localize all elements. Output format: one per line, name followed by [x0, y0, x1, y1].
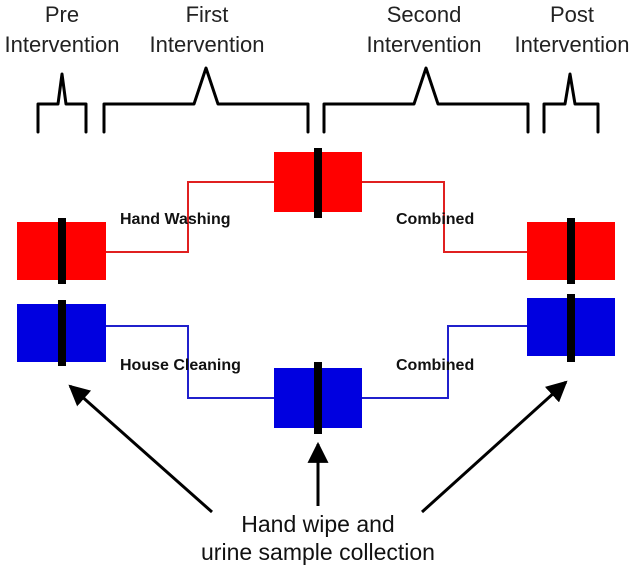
label-house-cleaning: House Cleaning	[120, 357, 241, 374]
red-path-lines	[106, 181, 527, 253]
phase-post-line1: Post	[550, 2, 594, 27]
blue-path-lines	[106, 325, 527, 399]
phase-first-line2: Intervention	[150, 32, 265, 57]
sample-marker-red-first	[314, 148, 322, 218]
phase-pre-line2: Intervention	[5, 32, 120, 57]
caption-line2: urine sample collection	[201, 539, 435, 565]
brace-post	[542, 72, 600, 134]
phase-second-line2: Intervention	[367, 32, 482, 57]
brace-first	[102, 66, 310, 134]
phase-pre-line1: Pre	[45, 2, 79, 27]
red-line-first-second	[362, 181, 527, 253]
brace-pre	[36, 72, 88, 134]
sample-marker-blue-pre	[58, 300, 66, 366]
red-line-pre-first	[106, 181, 274, 253]
label-hand-washing: Hand Washing	[120, 211, 231, 228]
sample-marker-blue-post	[567, 294, 575, 362]
sample-marker-red-post	[567, 218, 575, 284]
phase-second-line1: Second	[387, 2, 462, 27]
arrow-to-pre	[68, 384, 213, 514]
blue-line-first-second	[362, 325, 527, 399]
label-blue-combined: Combined	[396, 357, 474, 374]
sample-marker-red-pre	[58, 218, 66, 284]
brace-second	[322, 66, 530, 134]
phase-post-line2: Intervention	[515, 32, 630, 57]
caption-line1: Hand wipe and	[241, 511, 394, 537]
sample-marker-blue-first	[314, 362, 322, 434]
blue-line-pre-first	[106, 325, 274, 399]
label-red-combined: Combined	[396, 211, 474, 228]
arrow-to-post	[420, 380, 568, 514]
phase-first-line1: First	[186, 2, 229, 27]
